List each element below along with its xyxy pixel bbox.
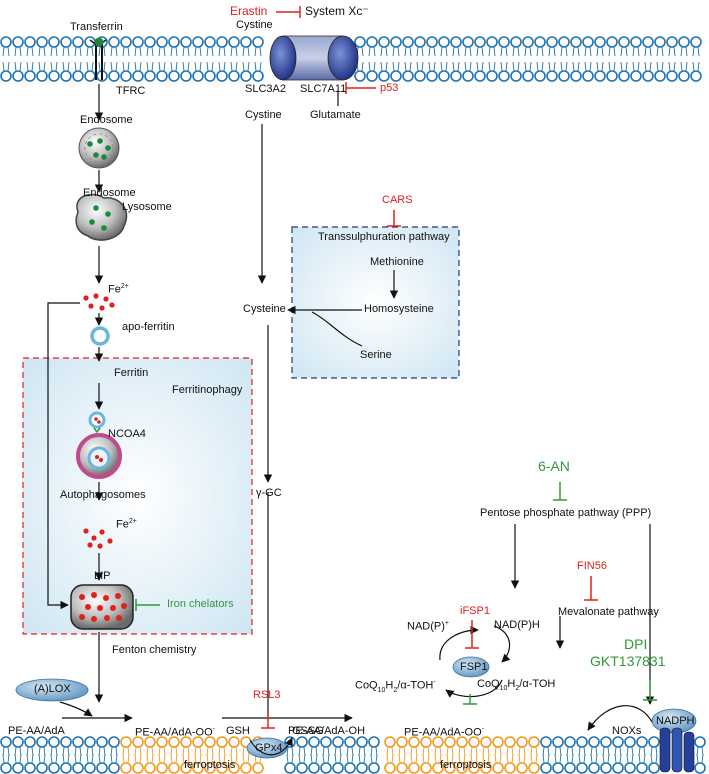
ferritinophagy-box bbox=[22, 357, 253, 635]
system-xc-transporter bbox=[269, 35, 359, 81]
ferritin-label: Ferritin bbox=[114, 367, 149, 379]
alox-label: (A)LOX bbox=[34, 683, 71, 695]
gsh-label: GSH bbox=[226, 725, 250, 737]
bottom-membrane bbox=[0, 736, 706, 774]
pe-aa-oo-right-label: PE-AA/AdA-OO- bbox=[404, 726, 484, 739]
nadph-enzyme-label: NADPH bbox=[656, 715, 695, 727]
nadph-label: NAD(P)H bbox=[494, 619, 540, 631]
fsp1-label: FSP1 bbox=[460, 661, 488, 673]
gkt-label: GKT137831 bbox=[590, 653, 666, 669]
fe2-top-label: Fe2+ bbox=[108, 283, 129, 296]
ncoa4-label: NCOA4 bbox=[108, 428, 146, 440]
transsulphuration-label: Transsulphuration pathway bbox=[318, 231, 450, 243]
coq-right-label: CoQ10H2/α-TOH bbox=[477, 678, 556, 693]
methionine-label: Methionine bbox=[370, 256, 424, 268]
iron-chelators-label: Iron chelators bbox=[167, 598, 234, 610]
lysosome-label: Lysosome bbox=[122, 201, 172, 213]
transferrin-label: Transferrin bbox=[70, 21, 123, 33]
pe-aa-oo-left-label: PE-AA/AdA-OO- bbox=[135, 726, 215, 739]
fe2-mid-label: Fe2+ bbox=[116, 518, 137, 531]
endosome-label-2: Endosome bbox=[83, 187, 136, 199]
tfrc-label: TFRC bbox=[116, 85, 146, 97]
labile-iron-pool-icon bbox=[70, 584, 134, 630]
ncoa4-ferritin-icon bbox=[88, 411, 106, 434]
dpi-label: DPI bbox=[624, 636, 648, 652]
cystine-top-label: Cystine bbox=[236, 19, 273, 31]
p53-label: p53 bbox=[380, 82, 399, 94]
apo-ferritin-label: apo-ferritin bbox=[122, 321, 175, 333]
erastin-label: Erastin bbox=[230, 4, 268, 18]
endosome-icon bbox=[78, 127, 120, 169]
transferrin-receptor bbox=[89, 37, 107, 80]
top-membrane bbox=[0, 36, 702, 82]
alox-enzyme-icon bbox=[15, 678, 89, 702]
cars-label: CARS bbox=[382, 194, 413, 206]
fsp1-enzyme-icon bbox=[452, 656, 490, 678]
homosysteine-label: Homosysteine bbox=[364, 303, 434, 315]
gssg-label: GSSG bbox=[292, 725, 324, 737]
system-xc-label: System Xc⁻ bbox=[305, 4, 369, 18]
iron-dots-top bbox=[83, 293, 115, 311]
serine-label: Serine bbox=[360, 349, 392, 361]
pe-aa-label: PE-AA/AdA bbox=[8, 725, 65, 737]
cysteine-label: Cysteine bbox=[243, 303, 286, 315]
rsl3-label: RSL3 bbox=[253, 689, 281, 701]
glutamate-label: Glutamate bbox=[310, 109, 361, 121]
slc3a2-label: SLC3A2 bbox=[245, 83, 286, 95]
chelator-markers bbox=[135, 482, 657, 705]
ferroptosis-left-label: ferroptosis bbox=[184, 759, 236, 771]
cystine-in-label: Cystine bbox=[245, 109, 282, 121]
arrows bbox=[47, 84, 655, 756]
ifsp1-label: iFSP1 bbox=[460, 605, 490, 617]
ppp-label: Pentose phosphate pathway (PPP) bbox=[480, 507, 652, 519]
coq-left-label: CoQ10H2/α-TOH- bbox=[355, 679, 436, 694]
gpx4-label: GPx4 bbox=[255, 742, 283, 754]
gpx4-enzyme-icon bbox=[246, 737, 288, 759]
lip-label: LIP bbox=[94, 570, 111, 582]
pe-aa-oh-label: PE-AA/AdA-OH bbox=[288, 725, 366, 737]
ferritinophagy-label: Ferritinophagy bbox=[172, 384, 243, 396]
nox-transmembrane-icon bbox=[659, 727, 695, 773]
fin56-label: FIN56 bbox=[577, 560, 607, 572]
apo-ferritin-icon bbox=[90, 326, 110, 346]
ferroptosis-right-label: ferroptosis bbox=[440, 759, 492, 771]
lysosome-icon bbox=[75, 193, 128, 241]
mevalonate-label: Mevalonate pathway bbox=[558, 606, 659, 618]
iron-dots-mid bbox=[83, 528, 113, 549]
inhibition-markers bbox=[261, 6, 598, 729]
ygc-label: γ-GC bbox=[256, 487, 282, 499]
noxs-label: NOXs bbox=[612, 725, 642, 737]
fenton-label: Fenton chemistry bbox=[112, 644, 197, 656]
transsulphuration-box bbox=[291, 226, 460, 379]
endosome-label-1: Endosome bbox=[80, 114, 133, 126]
six-an-label: 6-AN bbox=[538, 458, 570, 474]
nadp-plus-label: NAD(P)+ bbox=[407, 620, 449, 633]
autophagosomes-label: Autophagosomes bbox=[60, 489, 146, 501]
slc7a11-label: SLC7A11 bbox=[300, 83, 347, 95]
autophagosome-icon bbox=[76, 433, 122, 479]
